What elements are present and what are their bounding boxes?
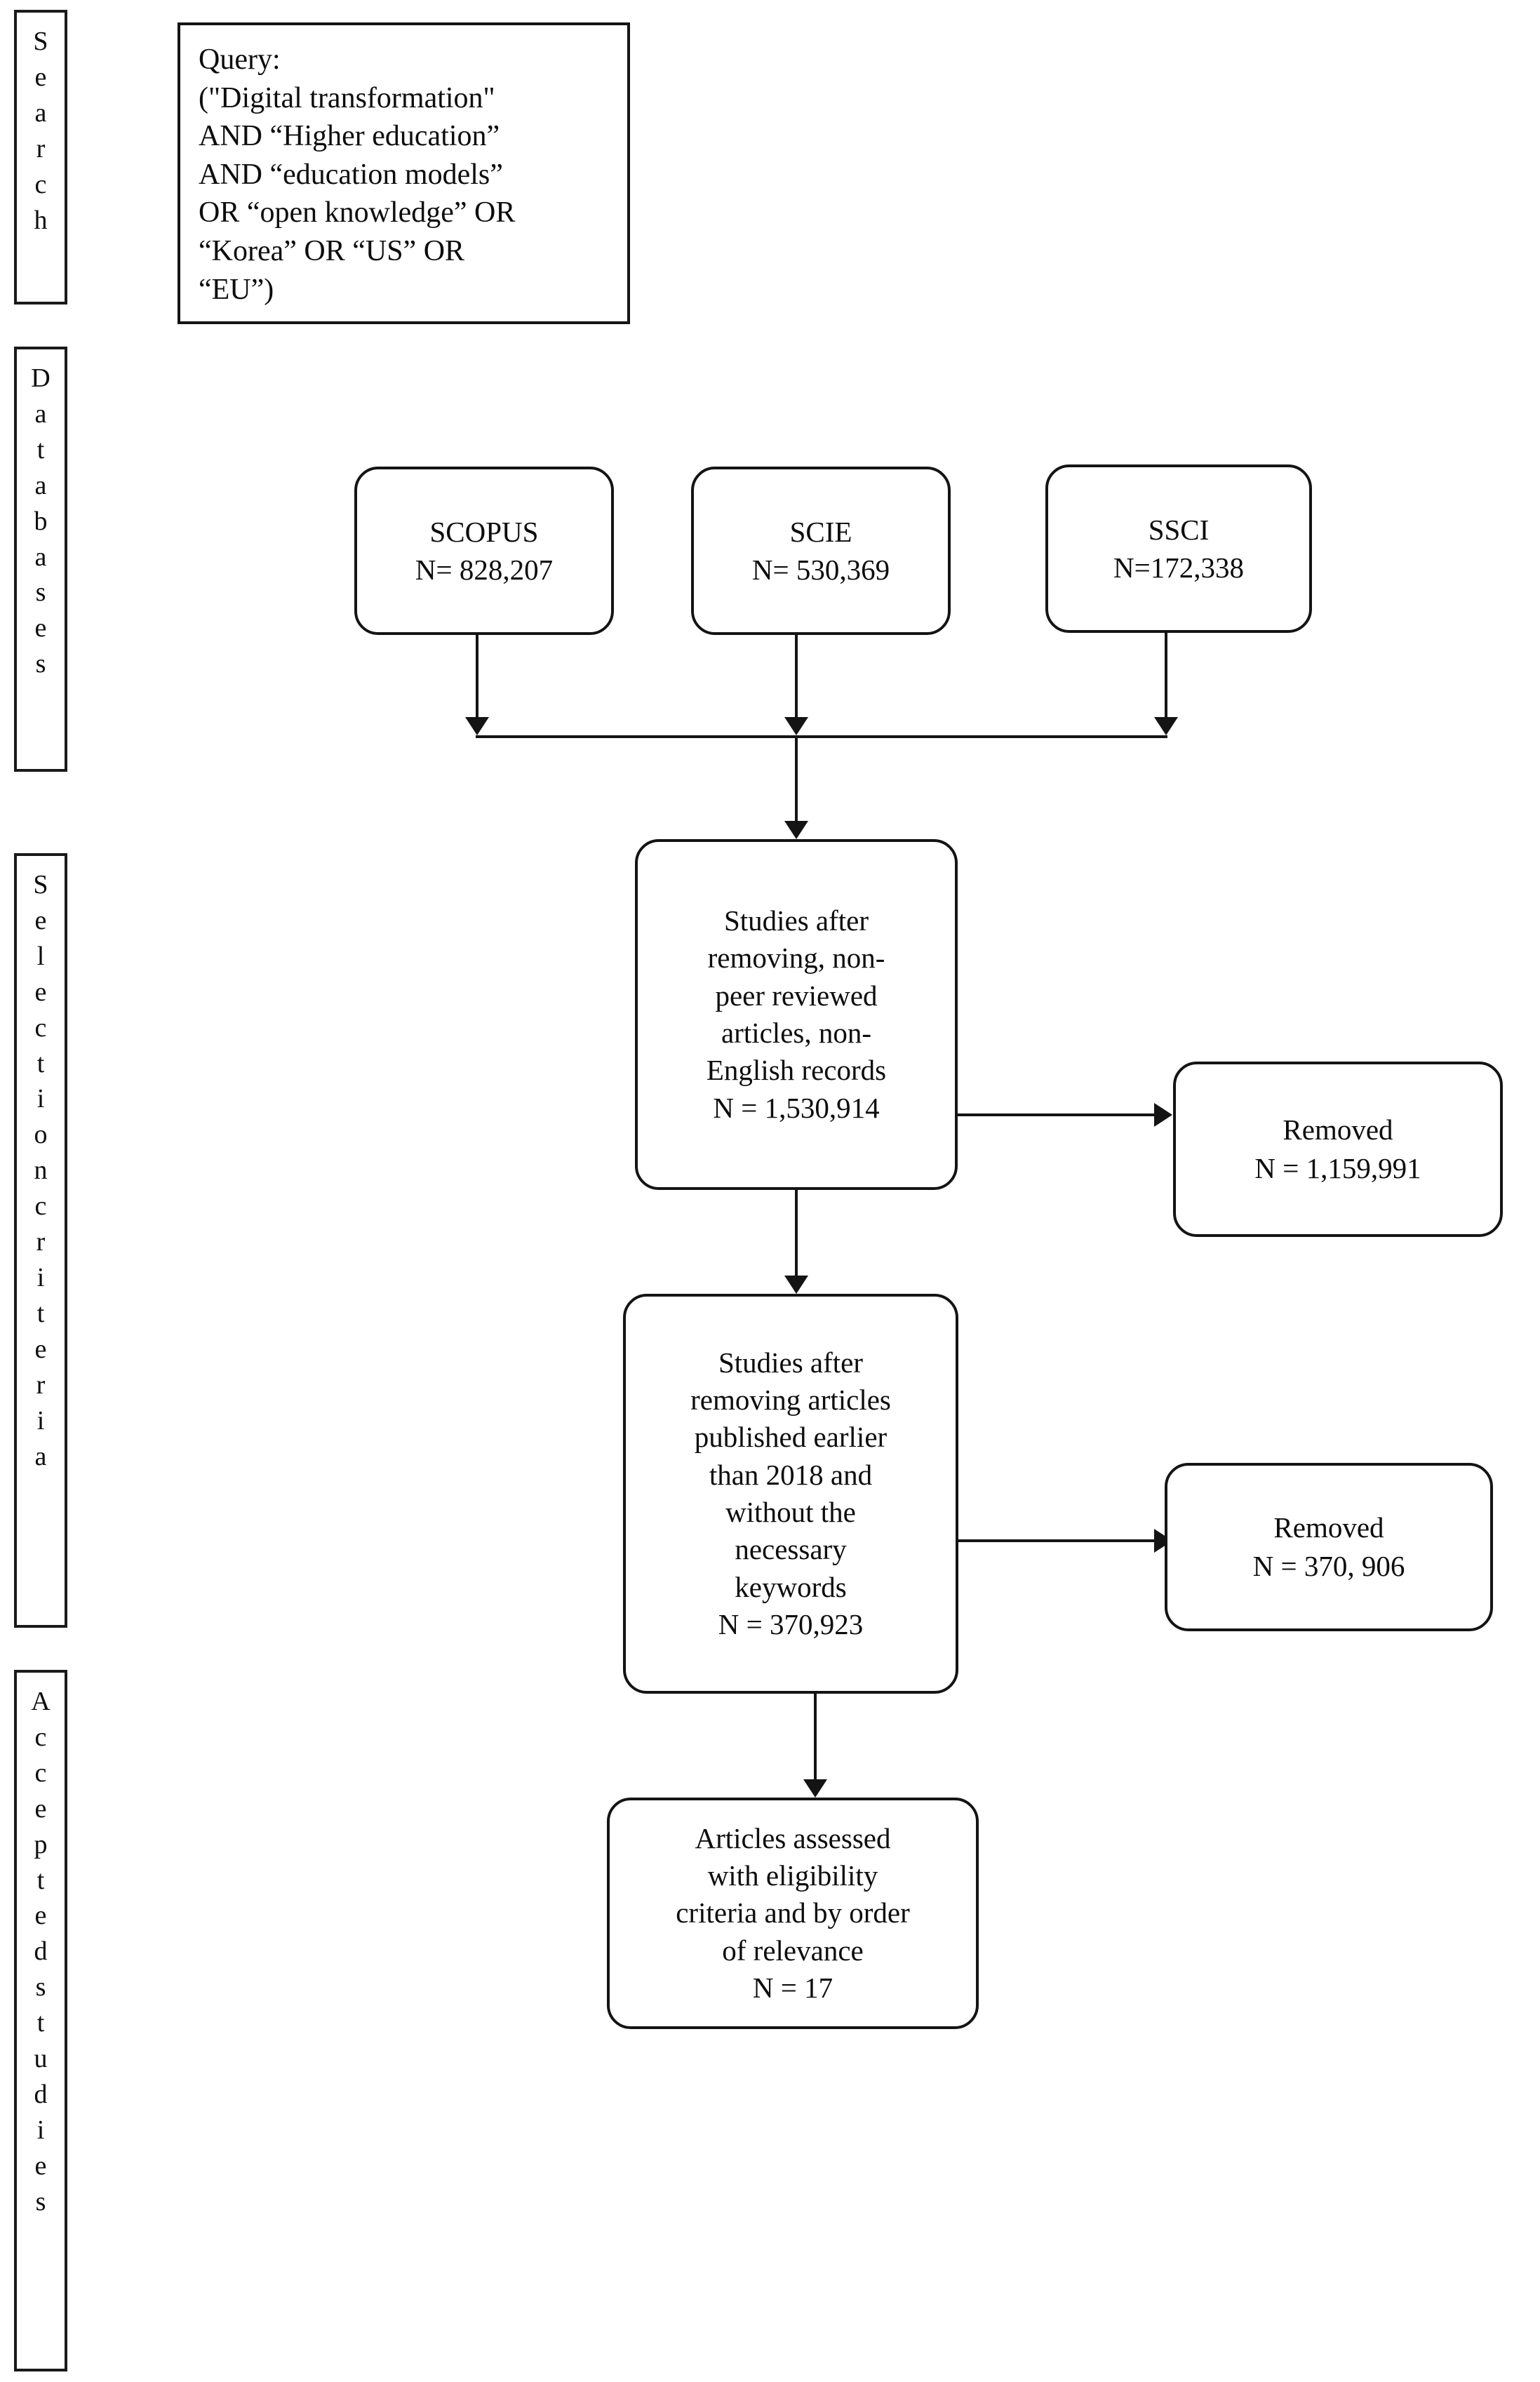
arrow-merge-to-screen1 bbox=[784, 821, 808, 839]
rail-letter: o bbox=[34, 1120, 48, 1150]
removed-box-1: Removed N = 1,159,991 bbox=[1173, 1062, 1503, 1237]
rail-letter: i bbox=[36, 1262, 45, 1292]
rail-letter: t bbox=[36, 1298, 45, 1328]
rail-letter: S bbox=[33, 870, 48, 899]
rail-letter: a bbox=[34, 1441, 47, 1471]
rail-letter: e bbox=[34, 977, 47, 1007]
rail-letter: t bbox=[36, 1865, 45, 1895]
rail-letter: e bbox=[34, 1901, 47, 1931]
process-box-screen-1: Studies after removing, non- peer review… bbox=[635, 839, 958, 1190]
database-box-ssci-text: SSCI N=172,338 bbox=[1113, 513, 1244, 584]
rail-letter: c bbox=[34, 169, 47, 199]
rail-letter: d bbox=[34, 1936, 48, 1967]
connector-screen1-to-removed1 bbox=[958, 1113, 1154, 1116]
rail-letter: d bbox=[34, 2079, 48, 2109]
database-box-scie-text: SCIE N= 530,369 bbox=[751, 515, 890, 586]
arrow-ssci-down bbox=[1154, 717, 1178, 735]
rail-letter: s bbox=[35, 2186, 46, 2216]
rail-letter: c bbox=[34, 1758, 47, 1788]
rail-letter: b bbox=[34, 506, 48, 536]
arrow-scopus-down bbox=[465, 717, 489, 735]
arrow-screen1-to-screen2 bbox=[784, 1276, 808, 1294]
process-box-eligibility: Articles assessed with eligibility crite… bbox=[607, 1798, 979, 2029]
rail-letter: h bbox=[34, 205, 48, 235]
rail-letter: t bbox=[36, 434, 45, 464]
rail-letter: a bbox=[34, 470, 47, 500]
removed-box-2: Removed N = 370, 906 bbox=[1165, 1463, 1493, 1631]
rail-letter: i bbox=[36, 1405, 45, 1436]
arrow-screen1-to-removed1 bbox=[1154, 1103, 1172, 1127]
rail-letter: e bbox=[34, 1334, 47, 1364]
connector-scie-down bbox=[795, 635, 798, 723]
removed-box-1-text: Removed N = 1,159,991 bbox=[1254, 1113, 1421, 1184]
arrow-scie-down bbox=[784, 717, 808, 735]
query-box: Query: ("Digital transformation" AND “Hi… bbox=[178, 22, 630, 324]
rail-letter: e bbox=[34, 62, 47, 92]
rail-letter: p bbox=[34, 1829, 48, 1859]
connector-merge-to-screen1 bbox=[795, 735, 798, 827]
rail-letter: a bbox=[34, 399, 47, 429]
rail-letter: t bbox=[36, 2008, 45, 2038]
rail-letter: r bbox=[36, 133, 46, 163]
process-box-screen-2: Studies after removing articles publishe… bbox=[623, 1294, 958, 1694]
rail-letter: a bbox=[34, 98, 47, 128]
database-box-scie: SCIE N= 530,369 bbox=[691, 467, 951, 635]
process-box-screen-2-text: Studies after removing articles publishe… bbox=[690, 1346, 891, 1640]
rail-letter: e bbox=[34, 2150, 47, 2181]
rail-letter: D bbox=[31, 363, 51, 393]
query-box-text: Query: ("Digital transformation" AND “Hi… bbox=[199, 44, 516, 306]
connector-screen1-to-screen2 bbox=[795, 1190, 798, 1280]
rail-letter: c bbox=[34, 1191, 47, 1222]
rail-letter: S bbox=[33, 27, 48, 56]
rail-letter: r bbox=[36, 1227, 46, 1257]
connector-screen2-to-removed2 bbox=[958, 1539, 1158, 1542]
rail-letter: s bbox=[35, 1972, 46, 2002]
rail-letter: A bbox=[31, 1687, 51, 1716]
process-box-screen-1-text: Studies after removing, non- peer review… bbox=[706, 904, 887, 1124]
rail-letter: e bbox=[34, 1793, 47, 1824]
rail-letter: c bbox=[34, 1722, 47, 1752]
connector-scopus-down bbox=[476, 635, 478, 723]
rail-letter: i bbox=[36, 1084, 45, 1114]
rail-letter: r bbox=[36, 1370, 46, 1400]
database-box-scopus-text: SCOPUS N= 828,207 bbox=[415, 515, 554, 586]
process-box-eligibility-text: Articles assessed with eligibility crite… bbox=[676, 1821, 910, 2004]
removed-box-2-text: Removed N = 370, 906 bbox=[1252, 1511, 1405, 1582]
rail-letter: i bbox=[36, 2115, 45, 2145]
rail-letter: t bbox=[36, 1048, 45, 1078]
arrow-screen2-to-eligibility bbox=[803, 1779, 827, 1798]
rail-letter: s bbox=[35, 577, 46, 608]
rail-letter: c bbox=[34, 1012, 47, 1043]
rail-letter: e bbox=[34, 905, 47, 935]
connector-merge-bar bbox=[476, 735, 1167, 738]
rail-letter: s bbox=[35, 649, 46, 679]
connector-screen2-to-eligibility bbox=[814, 1694, 817, 1784]
rail-letter: e bbox=[34, 613, 47, 643]
rail-letter: l bbox=[36, 941, 45, 971]
rail-letter: u bbox=[34, 2044, 48, 2074]
rail-letter: a bbox=[34, 542, 47, 572]
rail-letter: n bbox=[34, 1156, 48, 1186]
connector-ssci-down bbox=[1165, 633, 1167, 723]
database-box-scopus: SCOPUS N= 828,207 bbox=[354, 467, 614, 635]
database-box-ssci: SSCI N=172,338 bbox=[1045, 464, 1312, 633]
